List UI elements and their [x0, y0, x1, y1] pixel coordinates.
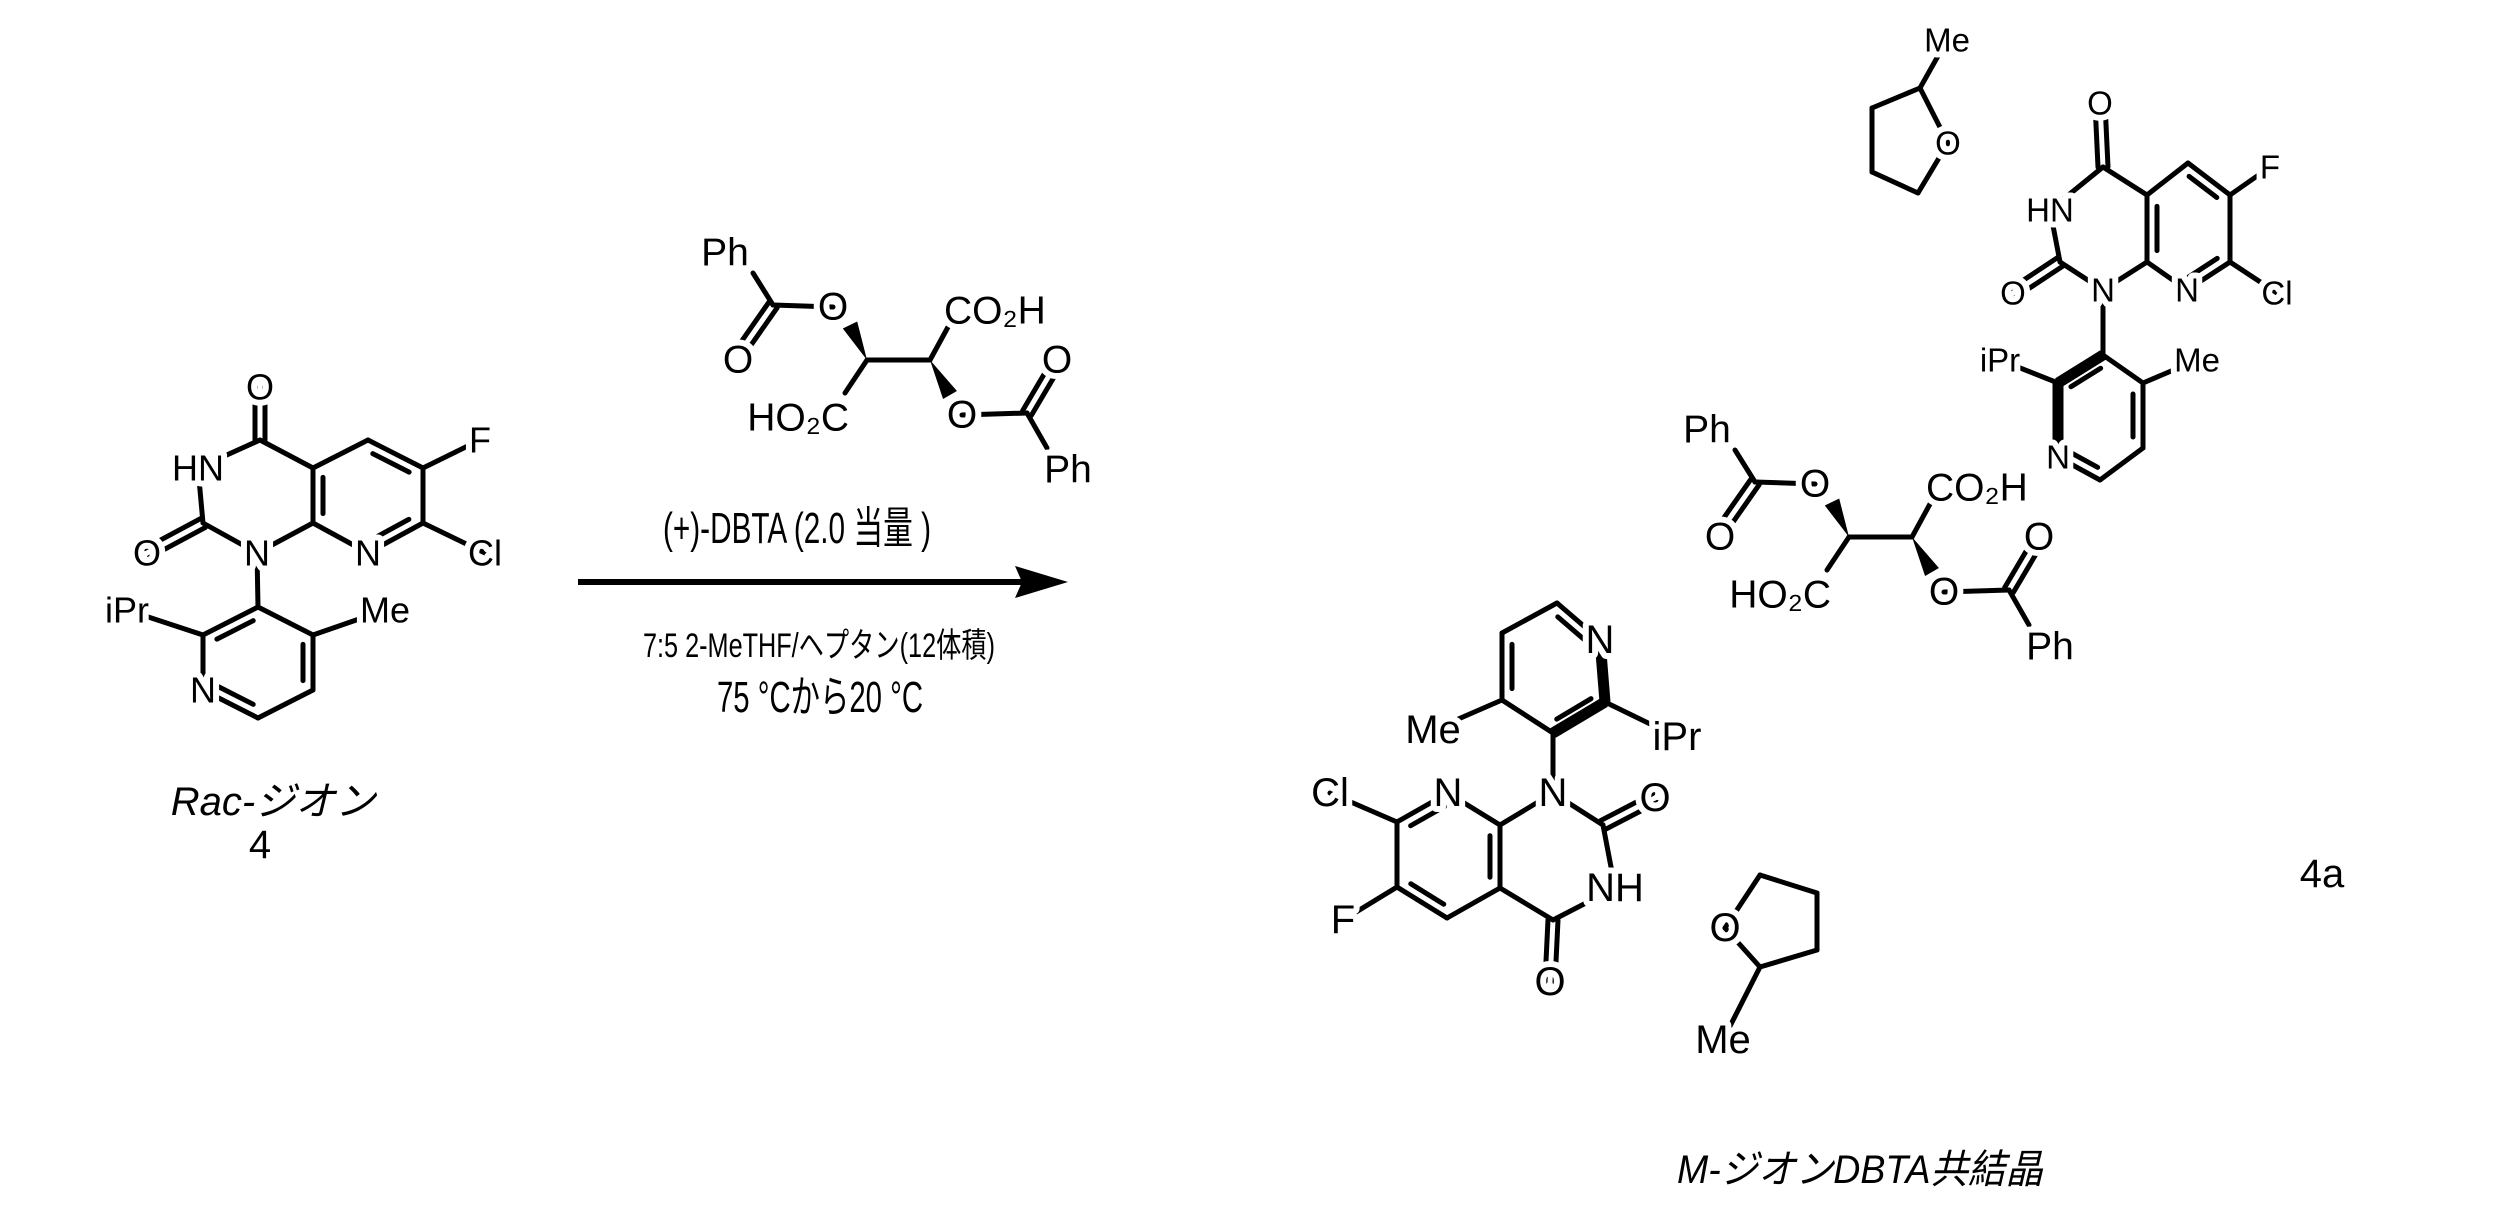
- solvent-conditions: 7:5 2-MeTHF/ヘプタン(12体積): [643, 627, 995, 665]
- atom-label-ipr: iPr: [1980, 342, 2020, 379]
- arrow-head: [1015, 566, 1068, 598]
- atom-label-n: N: [190, 670, 216, 711]
- product-name: M-ジオンDBTA共結晶: [1677, 1148, 2044, 1192]
- atom-label-n: N: [2175, 272, 2199, 309]
- temperature-conditions: 75 °Cから20 °C: [717, 673, 923, 722]
- atom-label-hn: HN: [2026, 192, 2074, 229]
- reactant-structure: OOHNNNFCliPrMeN: [105, 367, 502, 719]
- atom-label-n: N: [1434, 771, 1463, 815]
- bond: [260, 440, 313, 468]
- bond: [1872, 88, 1920, 108]
- bond: [2100, 448, 2143, 480]
- atom-label-o: O: [1705, 516, 1735, 559]
- atom-label-o: O: [2087, 85, 2113, 122]
- reagent-label: (+)-DBTA (2.0 当量 ): [663, 504, 931, 553]
- atom-label-me: Me: [1405, 708, 1461, 752]
- atom-label-co2h: CO₂H: [944, 290, 1046, 333]
- dbta-reagent-structure: PhOOOOPhCO₂HHO₂C: [701, 232, 1092, 492]
- atom-label-o: O: [1709, 906, 1740, 950]
- atom-label-me: Me: [1695, 1018, 1751, 1062]
- reaction-arrow: [578, 566, 1068, 598]
- bond: [2009, 590, 2029, 625]
- bond: [258, 607, 313, 635]
- atom-label-o: O: [818, 286, 848, 329]
- atom-label-o: O: [1929, 571, 1959, 614]
- atom-label-hn: HN: [172, 448, 224, 489]
- bond: [2147, 163, 2188, 195]
- bond: [258, 690, 313, 718]
- atom-label-ipr: iPr: [1653, 715, 1702, 759]
- atom-label-me: Me: [360, 590, 410, 631]
- atom-label-n: N: [2046, 439, 2070, 476]
- atom-label-o: O: [1534, 960, 1565, 1004]
- bond: [1502, 603, 1557, 633]
- atom-label-me: Me: [2174, 342, 2220, 379]
- atom-label-f: F: [469, 420, 491, 461]
- atom-label-o: O: [2000, 275, 2026, 312]
- reactant-name: Rac-ジオン: [171, 780, 377, 824]
- atom-label-o: O: [1639, 776, 1670, 820]
- atom-label-ph: Ph: [1683, 409, 1731, 452]
- atom-label-n: N: [1539, 771, 1568, 815]
- atom-label-ho2c: HO₂C: [1729, 574, 1831, 617]
- double-bond-line: [2013, 554, 2036, 593]
- atom-label-n: N: [355, 533, 381, 574]
- atom-label-cl: Cl: [468, 533, 502, 574]
- atom-label-ph: Ph: [701, 232, 749, 275]
- atom-label-n: N: [2091, 272, 2115, 309]
- bond: [1027, 413, 1047, 448]
- double-bond-inner-line: [1558, 617, 1586, 641]
- atom-label-ho2c: HO₂C: [747, 397, 849, 440]
- atom-label-o: O: [723, 339, 753, 382]
- atom-label-o: O: [133, 533, 161, 574]
- atom-label-n: N: [244, 533, 270, 574]
- methyl-thf-bottom: O Me: [1695, 875, 1817, 1062]
- atom-label-o: O: [1042, 339, 1072, 382]
- atom-label-n: N: [1586, 618, 1615, 662]
- methyl-thf-top: O Me: [1872, 22, 1970, 194]
- product-dione-top: OOHNNNFCliPrMeN: [1980, 85, 2293, 481]
- double-bond-line: [1031, 377, 1054, 416]
- atom-label-ph: Ph: [1044, 449, 1092, 492]
- bond: [1760, 875, 1817, 893]
- atom-label-co2h: CO₂H: [1926, 467, 2028, 510]
- atom-label-ipr: iPr: [105, 590, 149, 631]
- atom-label-o: O: [2024, 516, 2054, 559]
- product-dione-bottom: OONHNNFCliPrMeN: [1311, 603, 1701, 1004]
- bond: [1500, 888, 1553, 920]
- product-number: 4a: [2300, 852, 2345, 896]
- atom-label-me: Me: [1924, 22, 1970, 59]
- bond: [2103, 167, 2147, 195]
- bond: [1502, 700, 1553, 733]
- atom-label-nh: NH: [1586, 866, 1644, 910]
- atom-label-f: F: [2260, 149, 2280, 186]
- atom-label-o: O: [1935, 125, 1961, 162]
- reactant-number: 4: [249, 823, 271, 867]
- atom-label-o: O: [947, 394, 977, 437]
- atom-label-cl: Cl: [1311, 771, 1349, 815]
- atom-label-f: F: [1331, 898, 1355, 942]
- bond: [1760, 950, 1817, 967]
- structures: OOHNNNFCliPrMeNOOHNNNFCliPrMeNOONHNNFCli…: [105, 22, 2293, 1063]
- bond: [2103, 355, 2143, 383]
- atom-label-ph: Ph: [2026, 626, 2074, 669]
- atom-label-cl: Cl: [2261, 275, 2292, 312]
- bond: [313, 440, 368, 468]
- bond: [1872, 172, 1918, 193]
- dbta-cocrystal-structure: PhOOOOPhCO₂HHO₂C: [1683, 409, 2074, 669]
- bond: [845, 360, 867, 393]
- bond: [1827, 537, 1849, 570]
- atom-label-o: O: [246, 367, 274, 408]
- atom-label-o: O: [1800, 463, 1830, 506]
- bond: [1447, 888, 1500, 918]
